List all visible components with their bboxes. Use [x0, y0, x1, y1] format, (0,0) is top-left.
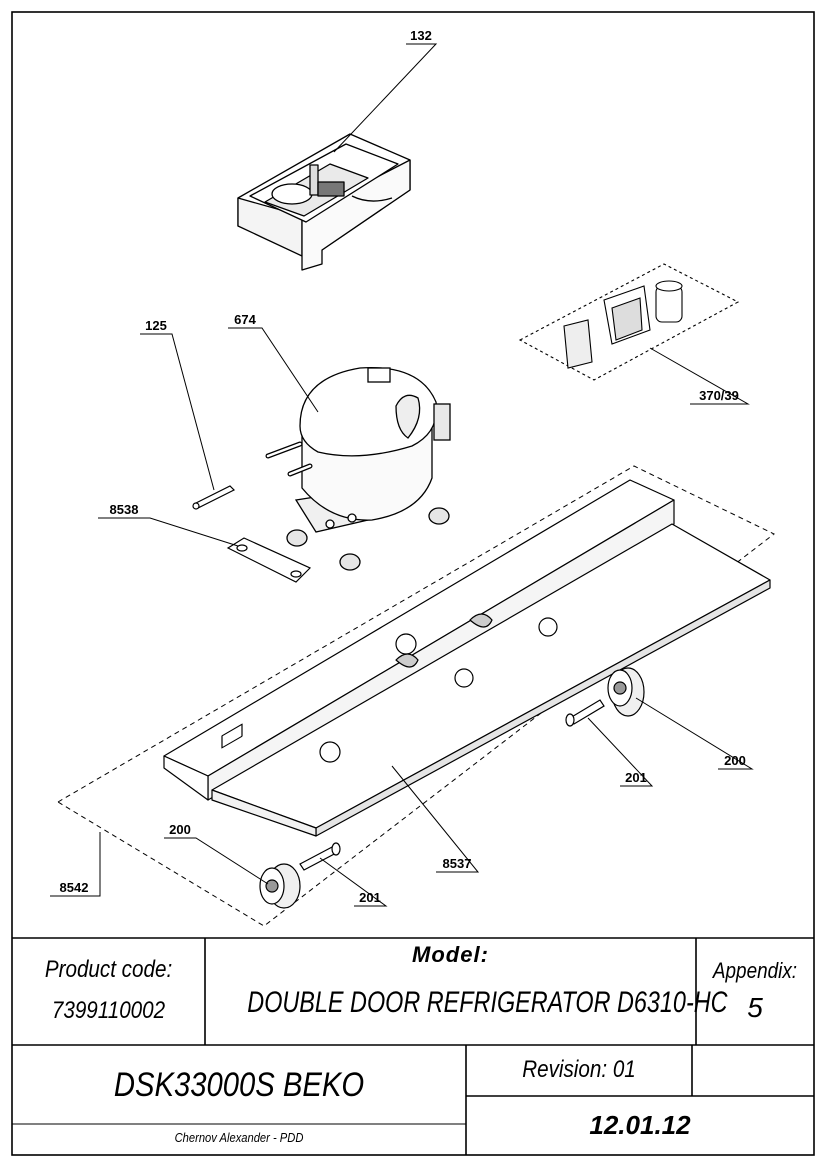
- product-code-label: Product code:: [44, 956, 173, 983]
- part-370-39-electrical-kit: [518, 263, 740, 381]
- leader-lines: [50, 43, 754, 907]
- callout-674: 674: [234, 312, 256, 327]
- model-value: DOUBLE DOOR REFRIGERATOR D6310-HC: [247, 986, 728, 1019]
- base-rails: [163, 479, 771, 837]
- drawing-frame: [11, 11, 815, 1156]
- callout-200-left: 200: [169, 822, 191, 837]
- brand-model: DSK33000S BEKO: [113, 1066, 365, 1104]
- appendix-value: 5: [747, 992, 763, 1023]
- appendix-label: Appendix:: [712, 958, 798, 983]
- part-200-foot-left: [259, 863, 301, 909]
- part-8542-base-outline: [57, 465, 775, 927]
- callout-labels: 132 125 674 370/39 8538 200 201 200 201 …: [60, 28, 746, 905]
- callout-8537: 8537: [443, 856, 472, 871]
- callout-125: 125: [145, 318, 167, 333]
- part-125-pin: [192, 485, 236, 510]
- part-674-compressor: [265, 366, 451, 571]
- product-code-value: 7399110002: [51, 997, 166, 1024]
- callout-200-right: 200: [724, 753, 746, 768]
- callout-8538: 8538: [110, 502, 139, 517]
- revision-date: 12.01.12: [589, 1110, 691, 1140]
- part-201-bolt-left: [299, 842, 341, 871]
- part-201-bolt-right: [565, 699, 605, 727]
- revision: Revision: 01: [522, 1056, 636, 1083]
- author: Chernov Alexander - PDD: [174, 1130, 304, 1145]
- callout-132: 132: [410, 28, 432, 43]
- part-132-drip-tray: [237, 133, 411, 271]
- callout-201-right: 201: [625, 770, 647, 785]
- model-label: Model:: [412, 942, 489, 967]
- callout-370-39: 370/39: [699, 388, 739, 403]
- callout-8542: 8542: [60, 880, 89, 895]
- part-8538-bracket: [226, 537, 312, 583]
- callout-201-left: 201: [359, 890, 381, 905]
- title-block-grid: [12, 937, 814, 1155]
- part-200-foot-right: [607, 667, 645, 717]
